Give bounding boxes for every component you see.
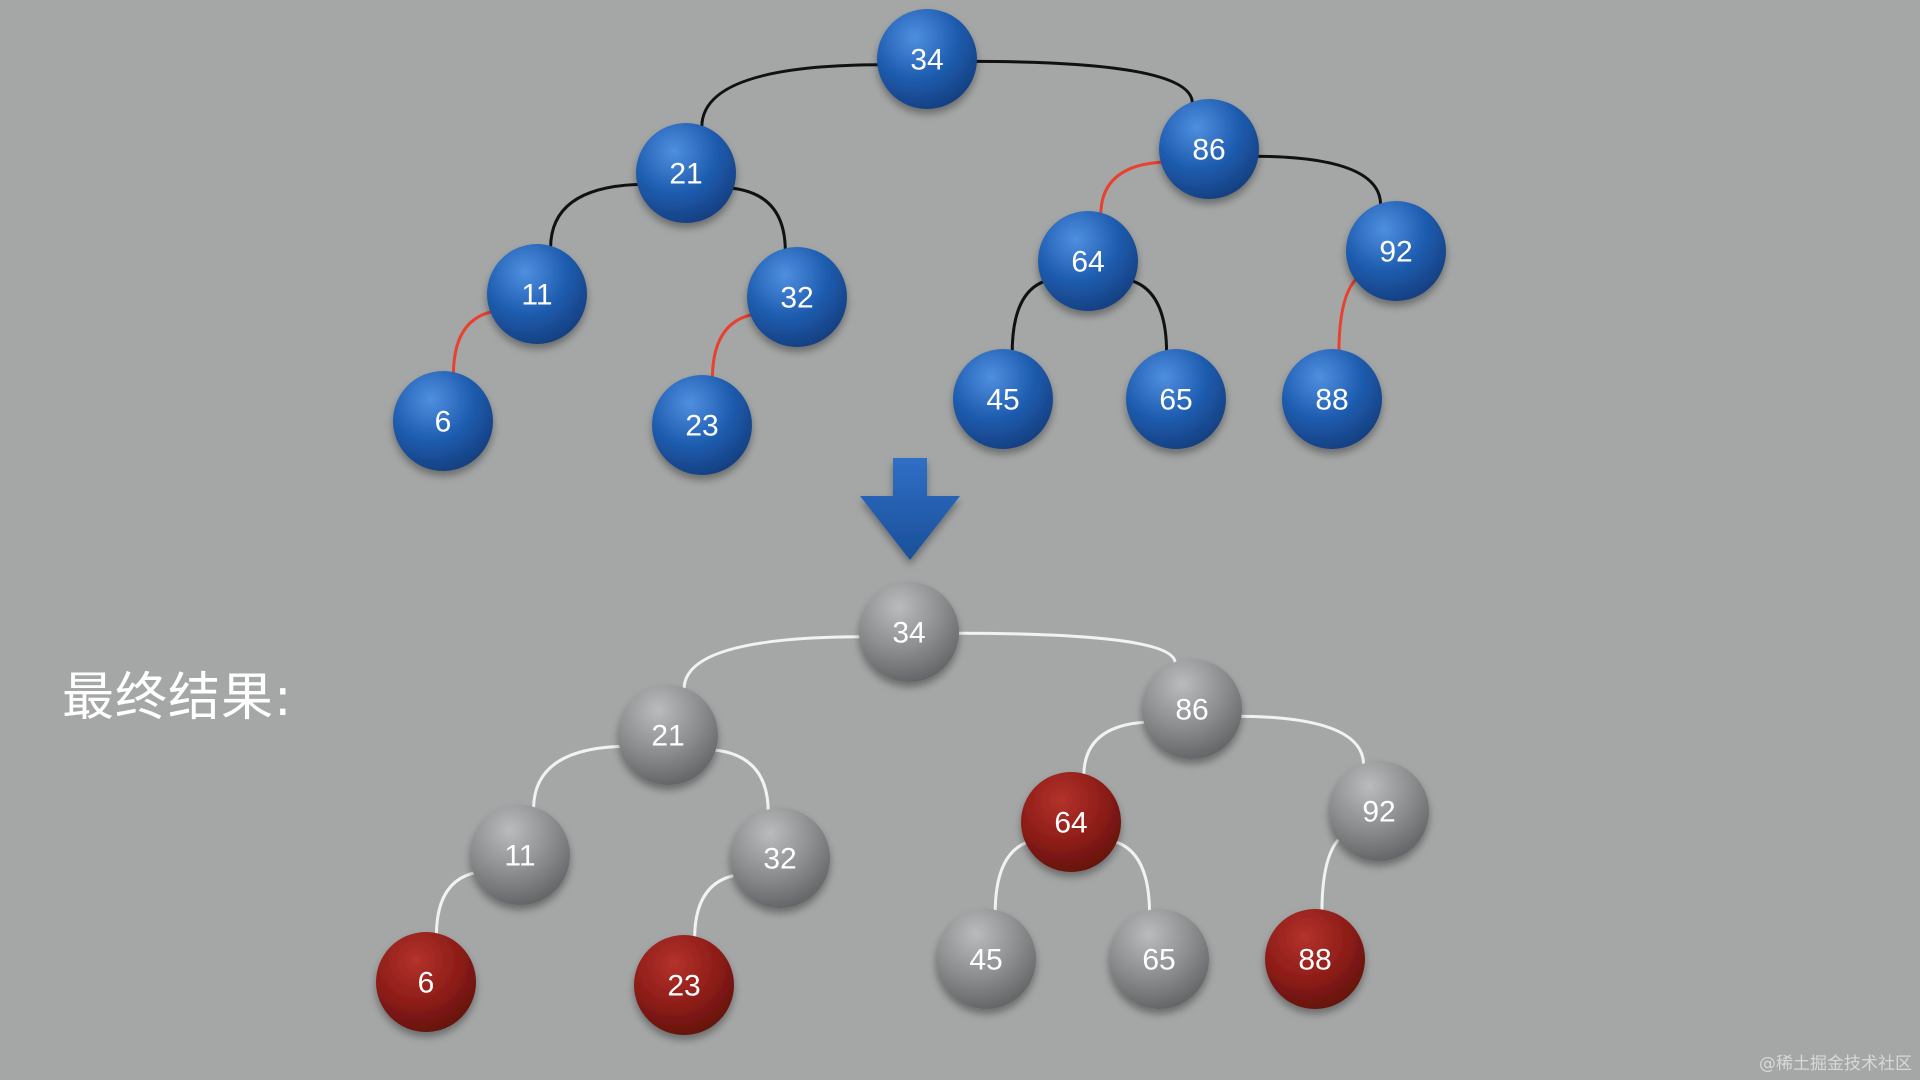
- node-circle-blue: [487, 244, 587, 344]
- node-circle-blue: [636, 123, 736, 223]
- node-after-34: 34: [859, 582, 959, 682]
- node-label: 65: [1159, 384, 1192, 417]
- node-circle-gray: [1109, 909, 1209, 1009]
- node-circle-blue: [953, 349, 1053, 449]
- node-label: 21: [669, 158, 702, 191]
- node-before-21: 21: [636, 123, 736, 223]
- node-before-32: 32: [747, 247, 847, 347]
- node-circle-blue: [1159, 99, 1259, 199]
- node-label: 88: [1315, 384, 1348, 417]
- node-circle-gray: [859, 582, 959, 682]
- node-before-86: 86: [1159, 99, 1259, 199]
- node-after-65: 65: [1109, 909, 1209, 1009]
- node-circle-blue: [877, 9, 977, 109]
- node-before-45: 45: [953, 349, 1053, 449]
- node-label: 64: [1071, 246, 1104, 279]
- node-label: 64: [1054, 807, 1087, 840]
- edge-before-86-64: [1099, 160, 1175, 217]
- node-circle-gray: [1142, 659, 1242, 759]
- tree-after-nodes: 34 21 86 11 32 64 92 6 23 45 65 88: [376, 582, 1429, 1035]
- node-before-64: 64: [1038, 211, 1138, 311]
- result-label: 最终结果:: [62, 668, 293, 728]
- node-after-45: 45: [936, 909, 1036, 1009]
- node-circle-blue: [652, 375, 752, 475]
- node-label: 21: [651, 720, 684, 753]
- node-after-86: 86: [1142, 659, 1242, 759]
- node-label: 11: [504, 840, 535, 873]
- node-circle-gray: [936, 909, 1036, 1009]
- node-before-65: 65: [1126, 349, 1226, 449]
- node-label: 65: [1142, 944, 1175, 977]
- node-before-88: 88: [1282, 349, 1382, 449]
- node-circle-red: [1265, 909, 1365, 1009]
- tree-after-edges: [434, 631, 1366, 941]
- node-label: 34: [910, 44, 943, 77]
- node-after-21: 21: [618, 685, 718, 785]
- node-circle-gray: [730, 808, 830, 908]
- tree-before-edges: [451, 59, 1383, 381]
- node-label: 45: [986, 384, 1019, 417]
- node-circle-red: [1021, 772, 1121, 872]
- edge-before-86-92: [1250, 154, 1383, 207]
- edge-before-21-11: [549, 182, 650, 250]
- watermark: @稀土掘金技术社区: [1759, 1054, 1912, 1074]
- node-label: 23: [685, 410, 718, 443]
- node-circle-blue: [393, 371, 493, 471]
- node-label: 32: [780, 282, 813, 315]
- node-circle-gray: [618, 685, 718, 785]
- node-label: 11: [521, 279, 552, 312]
- node-before-11: 11: [487, 244, 587, 344]
- node-label: 92: [1362, 796, 1395, 829]
- node-circle-blue: [1346, 201, 1446, 301]
- node-before-92: 92: [1346, 201, 1446, 301]
- node-label: 92: [1379, 236, 1412, 269]
- tree-after: 34 21 86 11 32 64 92 6 23 45 65 88: [376, 582, 1429, 1035]
- node-circle-blue: [1282, 349, 1382, 449]
- edge-before-34-86: [972, 59, 1194, 105]
- edge-before-34-21: [700, 63, 885, 129]
- tree-before-nodes: 34 21 86 11 32 64 92 6 23 45 65 88: [393, 9, 1446, 475]
- edge-after-86-92: [1233, 714, 1366, 767]
- edge-after-34-86: [954, 631, 1177, 665]
- node-label: 86: [1175, 694, 1208, 727]
- node-after-23: 23: [634, 935, 734, 1035]
- node-circle-blue: [747, 247, 847, 347]
- node-label: 86: [1192, 134, 1225, 167]
- node-circle-red: [376, 932, 476, 1032]
- edge-after-21-11: [532, 744, 632, 811]
- node-circle-blue: [1038, 211, 1138, 311]
- node-label: 6: [435, 406, 452, 439]
- node-after-11: 11: [470, 805, 570, 905]
- node-circle-blue: [1126, 349, 1226, 449]
- edge-after-34-21: [682, 635, 866, 691]
- node-before-23: 23: [652, 375, 752, 475]
- node-after-92: 92: [1329, 761, 1429, 861]
- node-label: 88: [1298, 944, 1331, 977]
- node-label: 45: [969, 944, 1002, 977]
- node-label: 34: [892, 617, 925, 650]
- node-circle-gray: [1329, 761, 1429, 861]
- node-after-6: 6: [376, 932, 476, 1032]
- node-label: 6: [418, 967, 435, 1000]
- node-label: 23: [667, 970, 700, 1003]
- down-arrow-icon: [860, 458, 960, 560]
- edge-after-86-64: [1082, 720, 1158, 778]
- node-after-64: 64: [1021, 772, 1121, 872]
- node-after-88: 88: [1265, 909, 1365, 1009]
- tree-before: 34 21 86 11 32 64 92 6 23 45 65 88: [393, 9, 1446, 475]
- node-before-6: 6: [393, 371, 493, 471]
- node-label: 32: [763, 843, 796, 876]
- node-after-32: 32: [730, 808, 830, 908]
- node-circle-red: [634, 935, 734, 1035]
- node-before-34: 34: [877, 9, 977, 109]
- node-circle-gray: [470, 805, 570, 905]
